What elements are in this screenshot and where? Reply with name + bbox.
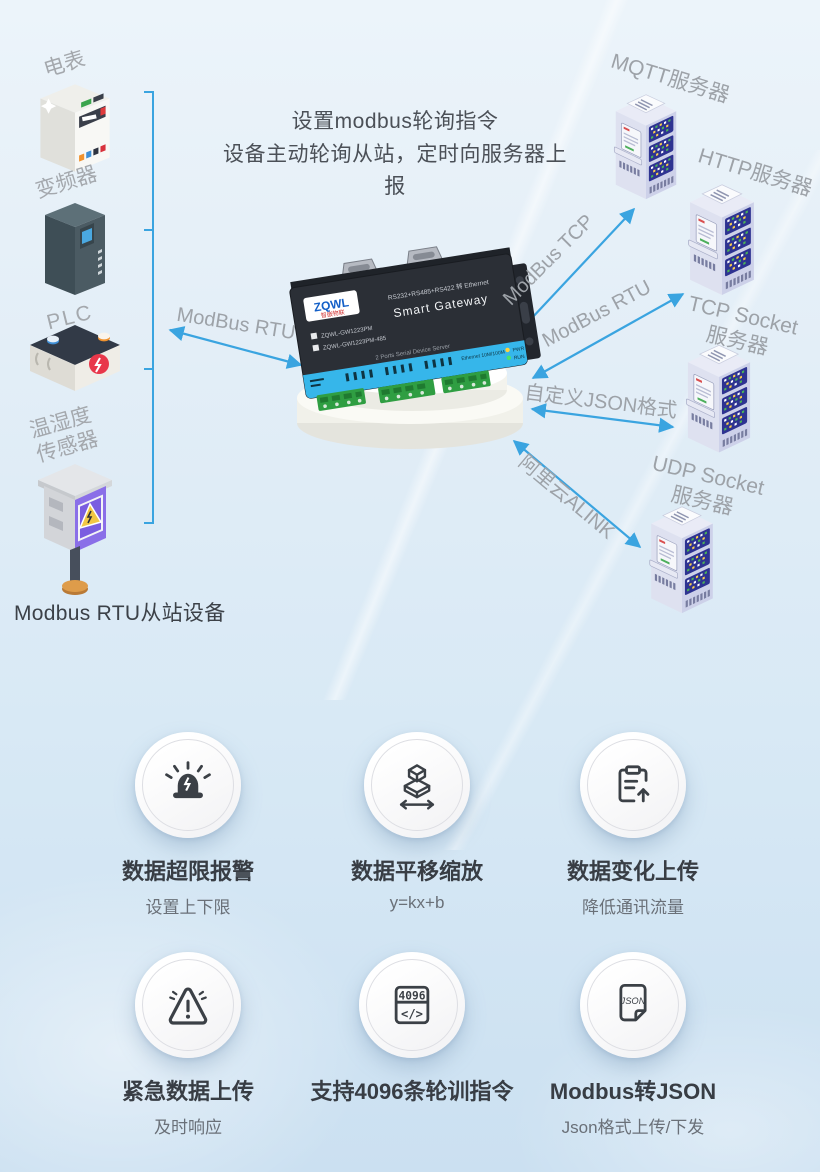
json-file-icon: JSON	[619, 984, 647, 1022]
svg-text:</>: </>	[401, 1007, 423, 1021]
feature-circle	[580, 732, 686, 838]
http-server-icon	[684, 184, 760, 298]
svg-text:RUN: RUN	[513, 354, 525, 362]
feature-subtitle: 及时响应	[154, 1118, 222, 1137]
clipboard-upload-icon	[618, 765, 650, 803]
header-line1: 设置modbus轮询指令	[291, 110, 499, 133]
feature-title: 数据平移缩放	[350, 859, 483, 884]
feature-subtitle: y=kx+b	[389, 893, 445, 912]
feature-subtitle: Json格式上传/下发	[561, 1118, 705, 1137]
svg-text:智嵌物联: 智嵌物联	[320, 308, 345, 320]
udp-socket-server-icon	[645, 506, 719, 616]
electric-meter-icon	[40, 84, 110, 172]
feature-circle	[135, 732, 241, 838]
svg-text:4096: 4096	[399, 989, 426, 1002]
feature-circle: JSON	[580, 952, 686, 1058]
feature-subtitle: 设置上下限	[145, 898, 231, 917]
code-4096-icon: 4096 </>	[394, 985, 430, 1025]
feature-title: 支持4096条轮训指令	[310, 1079, 514, 1104]
feature-title: 紧急数据上传	[121, 1079, 254, 1104]
feature-modbus-to-json: JSON Modbus转JSON Json格式上传/下发	[523, 952, 743, 1138]
svg-text:ZQWL: ZQWL	[313, 295, 350, 314]
feature-title: 数据超限报警	[121, 859, 254, 884]
pan-zoom-cubes-icon	[399, 764, 435, 810]
feature-urgent-upload: 紧急数据上传 及时响应	[78, 952, 298, 1138]
header-note: 设置modbus轮询指令 设备主动轮询从站，定时向服务器上报	[220, 106, 570, 204]
feature-pan-zoom: 数据平移缩放 y=kx+b	[307, 732, 527, 913]
svg-text:PWR: PWR	[512, 346, 525, 354]
bracket-line	[144, 91, 154, 524]
feature-4096-polling: 4096 </> 支持4096条轮训指令	[292, 952, 532, 1113]
feature-over-limit-alarm: 数据超限报警 设置上下限	[78, 732, 298, 918]
feature-circle: 4096 </>	[359, 952, 465, 1058]
tcp-socket-server-icon	[682, 344, 756, 456]
feature-circle	[135, 952, 241, 1058]
mqtt-server-icon	[610, 94, 682, 202]
slave-group-caption: Modbus RTU从站设备	[14, 602, 226, 625]
plc-icon	[30, 325, 120, 391]
feature-title: 数据变化上传	[566, 859, 699, 884]
vfd-inverter-icon	[45, 203, 105, 295]
terminal-blocks	[316, 370, 491, 411]
aliyun-alink-label: 阿里云ALINK	[514, 451, 619, 544]
feature-change-upload: 数据变化上传 降低通讯流量	[523, 732, 743, 918]
gateway-body: ZQWL 智嵌物联 RS232+RS485+RS422 转 Ethernet S…	[289, 246, 541, 411]
temp-humidity-sensor-icon	[38, 464, 112, 595]
siren-alarm-icon	[165, 761, 211, 799]
svg-text:JSON: JSON	[620, 996, 646, 1006]
smart-gateway-device: ZQWL 智嵌物联 RS232+RS485+RS422 转 Ethernet S…	[289, 246, 541, 449]
feature-title: Modbus转JSON	[549, 1079, 717, 1104]
feature-subtitle: 降低通讯流量	[582, 898, 684, 917]
feature-circle	[364, 732, 470, 838]
header-line2: 设备主动轮询从站，定时向服务器上报	[223, 142, 567, 199]
warning-triangle-icon	[168, 987, 208, 1025]
